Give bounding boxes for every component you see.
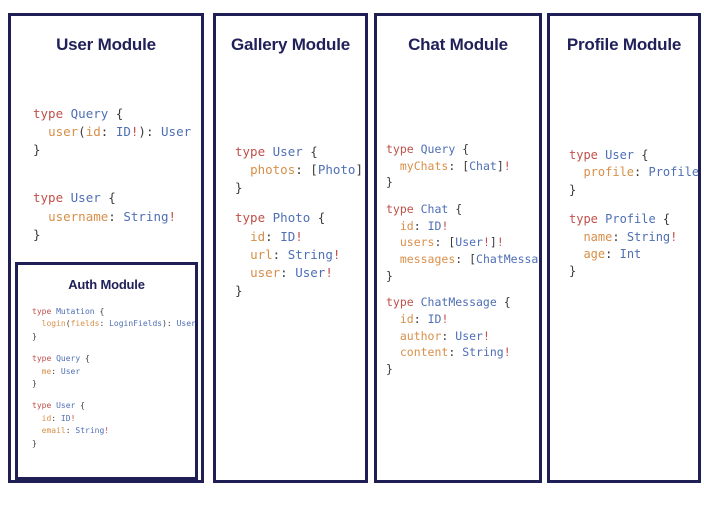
code-line: } bbox=[32, 331, 37, 341]
code-line: type User { bbox=[569, 148, 649, 162]
spacer bbox=[18, 390, 195, 400]
card-title-gallery-module: Gallery Module bbox=[230, 35, 351, 54]
code-block-user-query: type Query { user(id: ID!): User} bbox=[11, 105, 201, 159]
code-block-auth-mutation: type Mutation { login(fields: LoginField… bbox=[18, 306, 195, 343]
code-line: type Profile { bbox=[569, 212, 671, 227]
code-line: id: ID! bbox=[399, 218, 449, 233]
code-line: content: String! bbox=[399, 345, 511, 360]
code-block-profile-type: type Profile { name: String! age: Int} bbox=[550, 211, 698, 281]
code-line: profile: Profile! bbox=[583, 165, 700, 180]
code-line: myChats: [Chat]! bbox=[399, 158, 511, 173]
spacer bbox=[18, 343, 195, 353]
code-block-auth-query: type Query { me: User} bbox=[18, 353, 195, 390]
card-title-chat-module: Chat Module bbox=[408, 35, 508, 54]
code-line: } bbox=[33, 142, 41, 158]
code-line: user(id: ID!): User bbox=[48, 124, 192, 140]
code-line: id: ID! bbox=[250, 228, 303, 244]
card-title-auth-module: Auth Module bbox=[68, 277, 145, 292]
code-line: } bbox=[569, 182, 577, 197]
code-line: } bbox=[386, 362, 393, 377]
spacer bbox=[216, 55, 365, 143]
code-line: } bbox=[386, 268, 393, 283]
code-line: photos: [Photo]! bbox=[250, 162, 365, 178]
code-line: type Query { bbox=[386, 142, 470, 156]
code-line: } bbox=[32, 438, 37, 448]
code-line: type Query { bbox=[33, 106, 124, 121]
code-block-chat-type: type Chat { id: ID! users: [User!]! mess… bbox=[377, 201, 539, 284]
card-title-user-module: User Module bbox=[56, 35, 156, 54]
code-line: } bbox=[569, 264, 577, 279]
spacer bbox=[550, 199, 698, 211]
code-line: } bbox=[33, 226, 41, 242]
card-gallery-module[interactable]: Gallery Module type User { photos: [Phot… bbox=[213, 13, 368, 483]
code-line: login(fields: LoginFields): User bbox=[41, 319, 196, 329]
code-line: username: String! bbox=[48, 208, 177, 224]
code-line: me: User bbox=[41, 366, 81, 376]
code-line: users: [User!]! bbox=[399, 235, 504, 250]
code-line: messages: [ChatMessage]! bbox=[399, 252, 539, 267]
spacer bbox=[11, 159, 201, 189]
card-user-module[interactable]: User Module type Query { user(id: ID!): … bbox=[8, 13, 204, 483]
code-block-chat-message: type ChatMessage { id: ID! author: User!… bbox=[377, 294, 539, 377]
card-profile-module[interactable]: Profile Module type User { profile: Prof… bbox=[547, 13, 701, 483]
spacer bbox=[216, 197, 365, 209]
spacer bbox=[377, 191, 539, 201]
code-line: user: User! bbox=[250, 264, 333, 280]
code-line: type Query { bbox=[32, 354, 90, 364]
code-line: type Photo { bbox=[235, 210, 326, 226]
spacer bbox=[18, 292, 195, 306]
code-line: } bbox=[386, 175, 393, 190]
code-line: } bbox=[235, 180, 243, 196]
code-line: id: ID! bbox=[399, 312, 449, 327]
code-line: type User { bbox=[235, 144, 318, 159]
code-line: type ChatMessage { bbox=[386, 295, 511, 310]
code-block-gallery-user: type User { photos: [Photo]!} bbox=[216, 143, 365, 197]
code-line: author: User! bbox=[399, 328, 490, 343]
code-block-profile-user: type User { profile: Profile!} bbox=[550, 147, 698, 199]
code-line: type Chat { bbox=[386, 202, 463, 217]
code-block-user-type: type User { username: String!} bbox=[11, 189, 201, 243]
card-title-profile-module: Profile Module bbox=[566, 35, 682, 54]
code-line: name: String! bbox=[583, 229, 678, 244]
code-line: } bbox=[32, 378, 37, 388]
spacer bbox=[550, 55, 698, 147]
code-block-auth-user: type User { id: ID! email: String!} bbox=[18, 400, 195, 450]
card-auth-module[interactable]: Auth Module type Mutation { login(fields… bbox=[15, 262, 198, 480]
code-line: email: String! bbox=[41, 426, 110, 436]
card-chat-module[interactable]: Chat Module type Query { myChats: [Chat]… bbox=[374, 13, 542, 483]
code-line: type User { bbox=[32, 401, 85, 411]
code-line: } bbox=[235, 282, 243, 298]
code-line: url: String! bbox=[250, 246, 341, 262]
spacer bbox=[377, 55, 539, 141]
spacer bbox=[11, 55, 201, 105]
code-line: type Mutation { bbox=[32, 307, 105, 316]
code-block-gallery-photo: type Photo { id: ID! url: String! user: … bbox=[216, 209, 365, 300]
code-line: age: Int bbox=[583, 246, 642, 261]
code-block-chat-query: type Query { myChats: [Chat]!} bbox=[377, 141, 539, 191]
code-line: id: ID! bbox=[41, 413, 76, 423]
spacer bbox=[377, 284, 539, 294]
code-line: type User { bbox=[33, 190, 116, 206]
